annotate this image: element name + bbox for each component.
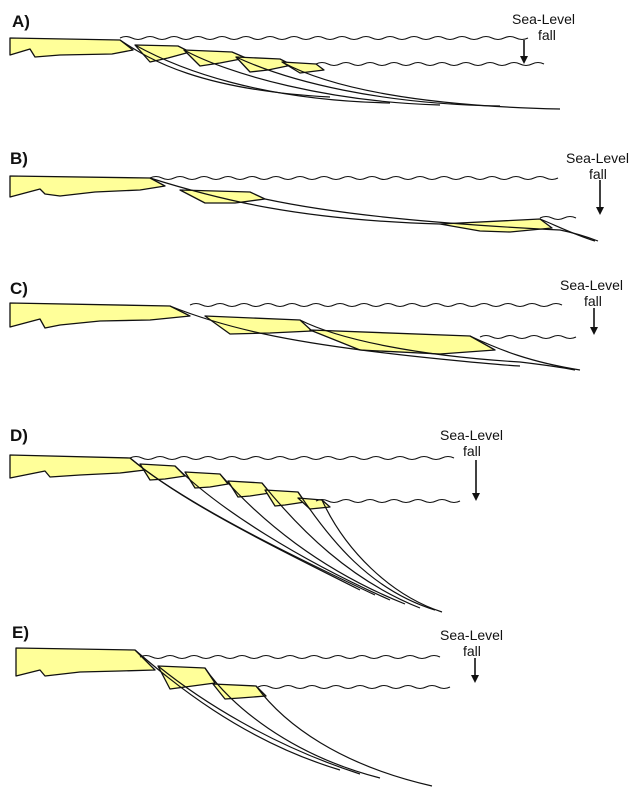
panel-d: D) Sea-Level fall [10,426,503,612]
panel-c-down-arrow-icon [590,308,598,335]
panel-b-wedge-2 [440,219,552,232]
panel-d-shelf-sediment [10,455,145,478]
panel-c-sea-level-lower [480,336,576,339]
panel-c-shelf-sediment [10,303,190,328]
panel-c-sea-level-label: Sea-Level [560,277,623,293]
panel-b-sea-level-lower [540,217,576,220]
panel-d-down-arrow-icon [472,460,480,501]
panel-a: A) Sea-Level fall [10,11,575,109]
panel-a-down-arrow-icon [520,40,528,64]
panel-e-sea-level-label: Sea-Level [440,627,503,643]
panel-e-sea-level-upper [140,656,440,659]
panel-b-wedge-1 [180,190,265,203]
panel-b-sea-level-upper [150,177,558,180]
panel-a-sea-level-label: Sea-Level [512,11,575,27]
panel-e-fall-label: fall [463,643,481,659]
panel-e-down-arrow-icon [471,658,479,683]
panel-d-label: D) [10,426,28,445]
panel-e-sea-level-lower [258,686,450,689]
panel-a-wedge-3 [236,57,292,72]
panel-a-label: A) [12,12,30,31]
panel-d-sea-level-label: Sea-Level [440,427,503,443]
panel-a-sea-level-lower [316,63,544,66]
panel-c-wedge-2 [310,330,495,354]
panel-b-sea-level-label: Sea-Level [566,150,629,166]
panel-c-sea-level-upper [190,304,562,307]
panel-e-label: E) [12,623,29,642]
panel-c-label: C) [10,279,28,298]
panel-e-shelf-sediment [16,648,155,676]
panel-d-sea-level-lower [316,500,460,503]
panel-c: C) Sea-Level fall [10,277,623,370]
panel-b-down-arrow-icon [596,180,604,215]
panel-b-shelf-sediment [10,176,165,197]
panel-d-fall-label: fall [463,443,481,459]
panel-b-fall-label: fall [589,166,607,182]
panel-e-wedge-2 [213,684,266,699]
panel-c-wedge-1 [205,316,312,334]
panel-d-clinoforms [130,458,442,612]
panel-d-wedge-2 [185,472,228,488]
panel-d-sea-level-upper [130,457,454,460]
panel-b-clinoforms [150,178,598,241]
panel-a-fall-label: fall [538,27,556,43]
panel-a-shelf-sediment [10,38,133,57]
panel-b-label: B) [10,149,28,168]
panel-e: E) Sea-Level fall [12,623,503,786]
panel-b: B) Sea-Level fall [10,149,629,241]
panel-a-sea-level-upper [120,37,528,40]
panel-c-fall-label: fall [584,293,602,309]
